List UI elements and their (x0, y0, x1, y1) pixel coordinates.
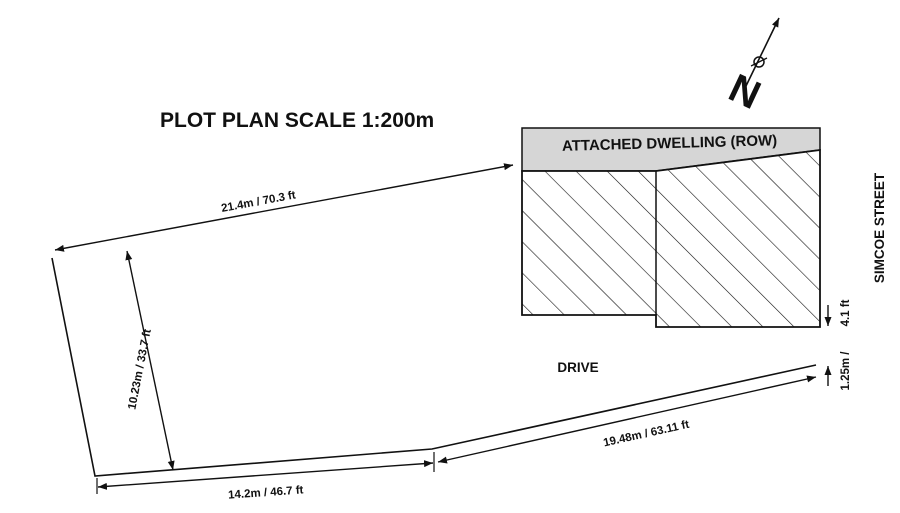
house-footprint (521, 148, 821, 328)
bottom-right-dimension-label: 19.48m / 63.11 ft (602, 419, 690, 450)
north-letter: N (722, 66, 767, 118)
top-dimension-line (54, 163, 514, 252)
bottom-left-dimension-label: 14.2m / 46.7 ft (228, 484, 304, 501)
top-dimension-label: 21.4m / 70.3 ft (220, 189, 297, 215)
north-arrow-icon: N (722, 17, 780, 118)
left-dimension-label: 10.23m / 33.7 ft (126, 328, 153, 411)
plan-title: PLOT PLAN SCALE 1:200m (160, 109, 434, 132)
drive-label: DRIVE (557, 360, 598, 375)
right-upper-dimension-label: 4.1 ft (840, 299, 852, 326)
attached-dwelling-label: ATTACHED DWELLING (ROW) (562, 132, 778, 155)
bottom-right-dimension-line (437, 375, 817, 464)
street-label: SIMCOE STREET (872, 172, 887, 283)
right-lower-dimension-label: 1.25m / (840, 351, 852, 391)
left-dimension-line (125, 250, 175, 471)
bottom-left-dimension-line (97, 460, 434, 490)
